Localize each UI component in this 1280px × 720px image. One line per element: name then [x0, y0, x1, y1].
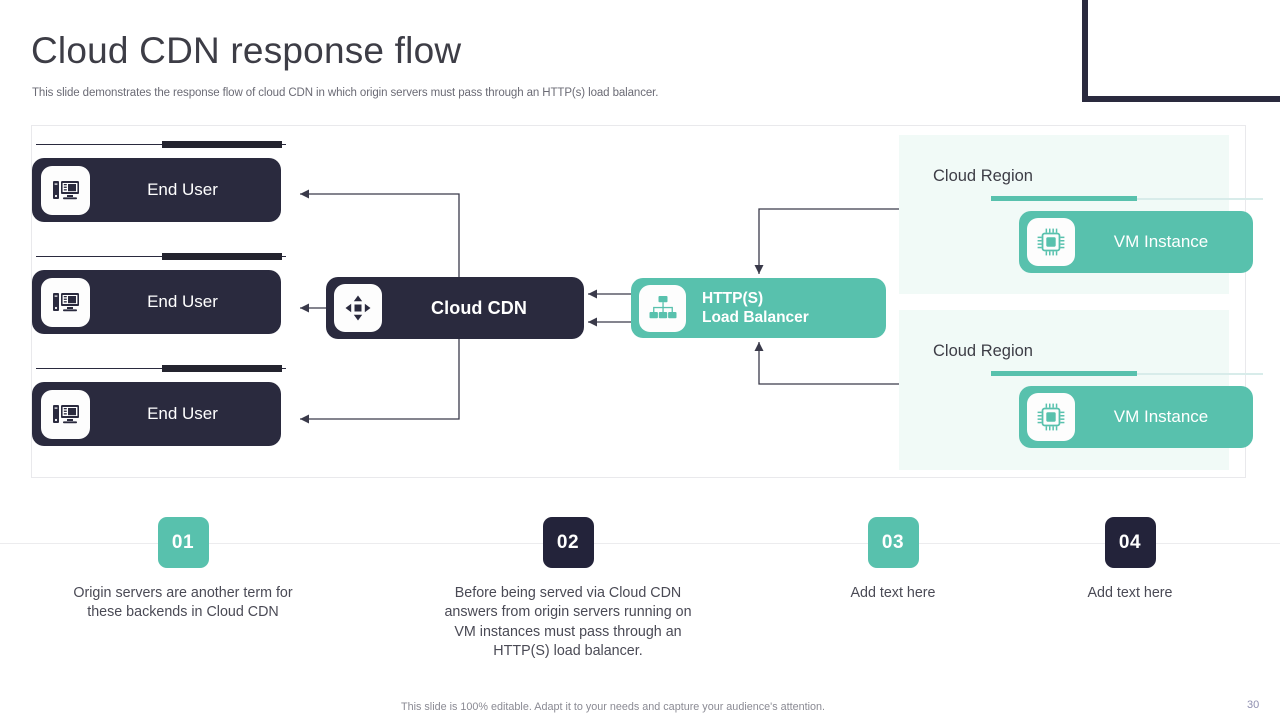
end-user-rule: [32, 253, 302, 261]
hierarchy-tree-icon: [639, 284, 686, 332]
page-subtitle: This slide demonstrates the response flo…: [32, 87, 659, 99]
corner-decoration: [1082, 0, 1280, 102]
end-user-rule: [32, 365, 302, 373]
cloud-region-title: Cloud Region: [933, 167, 1033, 185]
cloud-region-title: Cloud Region: [933, 342, 1033, 360]
vm-instance-label: VM Instance: [1113, 407, 1209, 426]
end-user-item[interactable]: End User: [32, 365, 302, 446]
region-progress-bar: [991, 371, 1263, 376]
step-text: Add text here: [850, 585, 936, 601]
step-badge[interactable]: 04: [1104, 517, 1156, 568]
page-number: 30: [1247, 699, 1260, 711]
cloud-region-panel: Cloud Region: [899, 310, 1263, 470]
footer-note: This slide is 100% editable. Adapt it to…: [401, 701, 826, 713]
desktop-computer-icon: [41, 389, 90, 439]
step-text: Origin servers are another term for thes…: [73, 585, 293, 621]
step-badge[interactable]: 02: [542, 517, 594, 568]
end-user-box[interactable]: End User: [32, 158, 281, 222]
step-item-01: 01 Origin servers are another term for t…: [57, 517, 309, 623]
vm-instance-label: VM Instance: [1113, 232, 1209, 251]
end-user-label: End User: [147, 404, 218, 423]
step-item-02: 02 Before being served via Cloud CDN ans…: [437, 517, 699, 661]
page-title: Cloud CDN response flow: [31, 30, 462, 71]
cdn-distribute-icon: [334, 284, 382, 332]
load-balancer-node[interactable]: HTTP(S) Load Balancer: [631, 278, 886, 338]
step-text: Add text here: [1087, 585, 1173, 601]
load-balancer-label: HTTP(S) Load Balancer: [686, 289, 886, 327]
steps-divider: [0, 543, 1280, 544]
step-badge[interactable]: 01: [157, 517, 209, 568]
end-user-label: End User: [147, 292, 218, 311]
end-user-box[interactable]: End User: [32, 270, 281, 334]
desktop-computer-icon: [41, 277, 90, 327]
vm-instance-node[interactable]: VM Instance: [1019, 211, 1253, 273]
end-user-item[interactable]: End User: [32, 253, 302, 334]
connector-wires: [300, 189, 932, 424]
region-progress-bar: [991, 196, 1263, 201]
load-balancer-line2: Load Balancer: [702, 309, 809, 326]
end-user-label: End User: [147, 180, 218, 199]
step-badge[interactable]: 03: [867, 517, 919, 568]
step-item-04: 04 Add text here: [1005, 517, 1255, 603]
desktop-computer-icon: [41, 165, 90, 215]
vm-instance-node[interactable]: VM Instance: [1019, 386, 1253, 448]
cpu-chip-icon: [1027, 218, 1075, 266]
cpu-chip-icon: [1027, 393, 1075, 441]
step-item-03: 03 Add text here: [768, 517, 1018, 603]
cloud-cdn-label: Cloud CDN: [431, 297, 527, 318]
step-text: Before being served via Cloud CDN answer…: [444, 585, 692, 659]
end-user-rule: [32, 141, 302, 149]
cloud-cdn-node[interactable]: Cloud CDN: [326, 277, 584, 339]
diagram-canvas: End User: [31, 125, 1263, 478]
load-balancer-line1: HTTP(S): [702, 290, 764, 307]
end-user-box[interactable]: End User: [32, 382, 281, 446]
cloud-region-panel: Cloud Region: [899, 135, 1263, 294]
end-user-item[interactable]: End User: [32, 141, 302, 222]
